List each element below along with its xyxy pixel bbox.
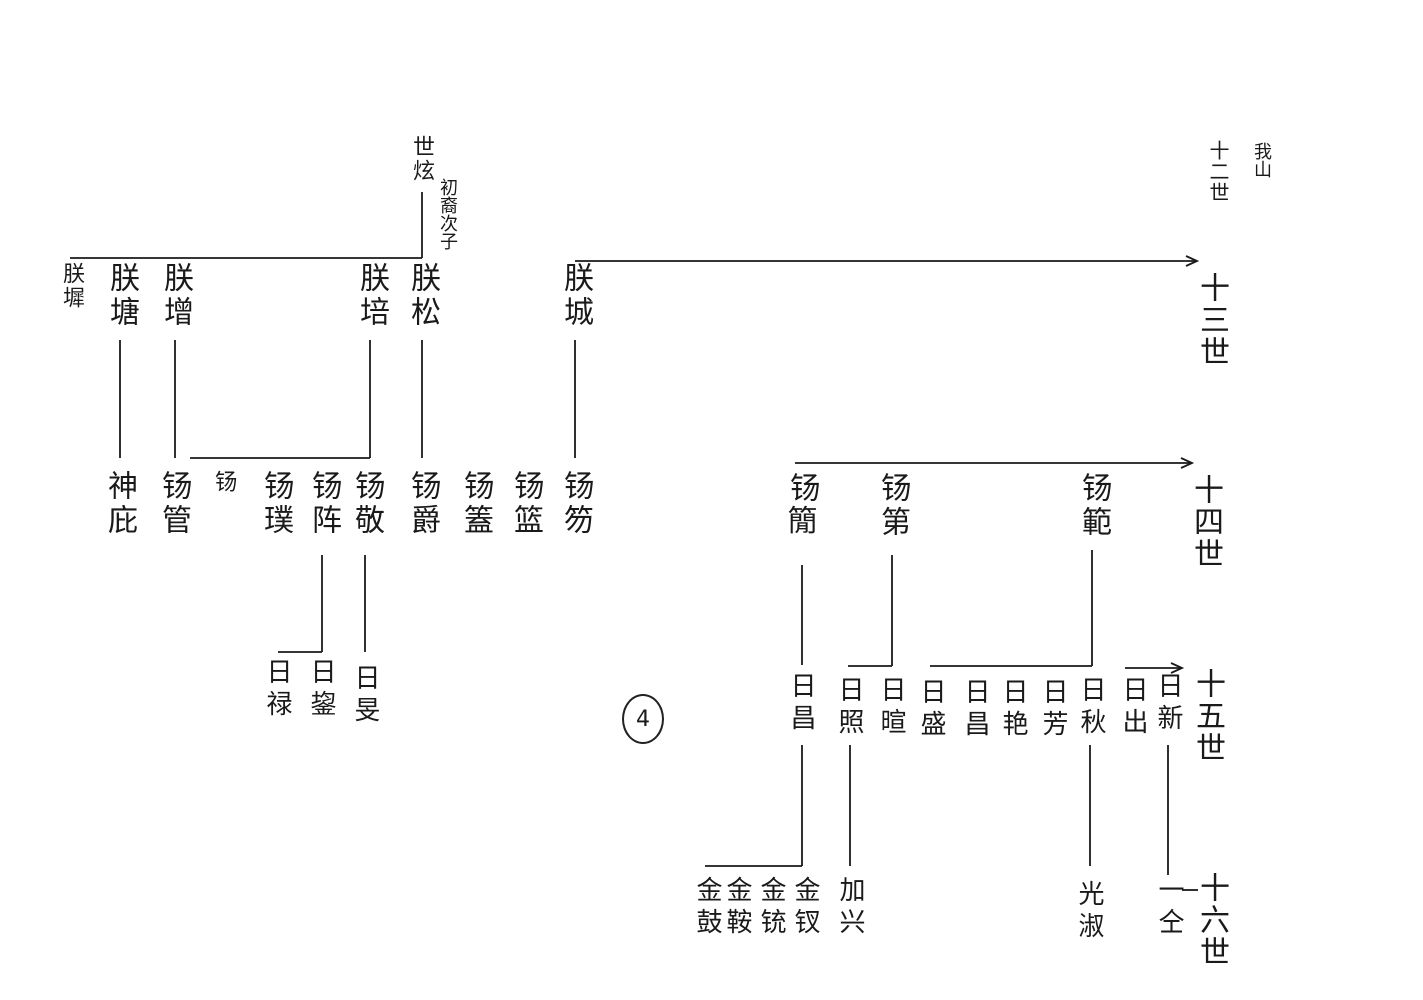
gen15-label: 十五世 — [1190, 668, 1225, 764]
gen14-jian: 钖𥳑 — [784, 472, 819, 540]
gen15-yan: 日艳 — [998, 678, 1028, 742]
page-number: 4 — [636, 706, 650, 732]
gen14-jue: 钖爵 — [405, 470, 440, 538]
root-note: 初裔次子 — [437, 178, 458, 250]
gen15-xuan: 日暄 — [876, 676, 906, 740]
gen14-pu: 钖璞 — [258, 470, 293, 538]
gen15-chang2: 日昌 — [960, 678, 990, 742]
gen13-song: 朕松 — [405, 262, 440, 330]
gen14-hu: 钖笏 — [558, 470, 593, 538]
gen15-fang: 日芳 — [1038, 678, 1068, 742]
gen15-min: 日旻 — [350, 664, 380, 728]
gen13-cheng: 朕城 — [558, 262, 593, 330]
gen12-label: 十二世 — [1206, 140, 1230, 203]
gen16-jiaxing: 加兴 — [835, 876, 865, 940]
gen15-arrowhead — [1170, 662, 1185, 674]
gen14-arrowhead — [1180, 457, 1195, 469]
gen16-guangshu: 光淑 — [1074, 880, 1104, 944]
page-number-circle: 4 — [622, 694, 664, 744]
gen13-tang: 朕塘 — [104, 262, 139, 330]
gen16-yitong: 一仝 — [1154, 876, 1184, 940]
gen15-zhao: 日照 — [834, 676, 864, 740]
gen16-chai: 金钗 — [790, 876, 820, 940]
gen14-xi: 钖 — [211, 470, 236, 494]
gen14-shenbi: 神庇 — [102, 470, 137, 538]
root-name: 世炫 — [409, 135, 434, 183]
gen15-chu: 日出 — [1118, 676, 1148, 740]
gen16-label: 十六世 — [1194, 872, 1229, 968]
gen14-label: 十四世 — [1188, 474, 1223, 570]
gen15-yun: 日鋆 — [306, 658, 336, 722]
gen16-gu: 金鼓 — [692, 876, 722, 940]
gen14-fan: 钖範 — [1076, 472, 1111, 540]
gen15-chang: 日昌 — [786, 672, 816, 736]
gen13-arrowhead — [1185, 255, 1200, 267]
gen14-zhen: 钖阵 — [306, 470, 341, 538]
gen14-jing: 钖敬 — [349, 470, 384, 538]
gen15-lu: 日禄 — [262, 658, 292, 722]
gen14-lan: 钖篮 — [508, 470, 543, 538]
gen14-guan: 钖管 — [156, 470, 191, 538]
gen15-xin: 日新 — [1153, 672, 1183, 736]
gen13-pei: 朕培 — [354, 262, 389, 330]
gen13-chi: 朕墀 — [59, 262, 84, 310]
gen13-zeng: 朕增 — [158, 262, 193, 330]
gen15-sheng: 日盛 — [916, 678, 946, 742]
gen12-note: 我山 — [1251, 142, 1272, 178]
gen14-di: 钖第 — [875, 472, 910, 540]
gen16-chong: 金铳 — [756, 876, 786, 940]
gen16-an: 金鞍 — [722, 876, 752, 940]
gen13-label: 十三世 — [1194, 272, 1229, 368]
gen14-he: 钖篕 — [458, 470, 493, 538]
gen15-qiu: 日秋 — [1076, 676, 1106, 740]
